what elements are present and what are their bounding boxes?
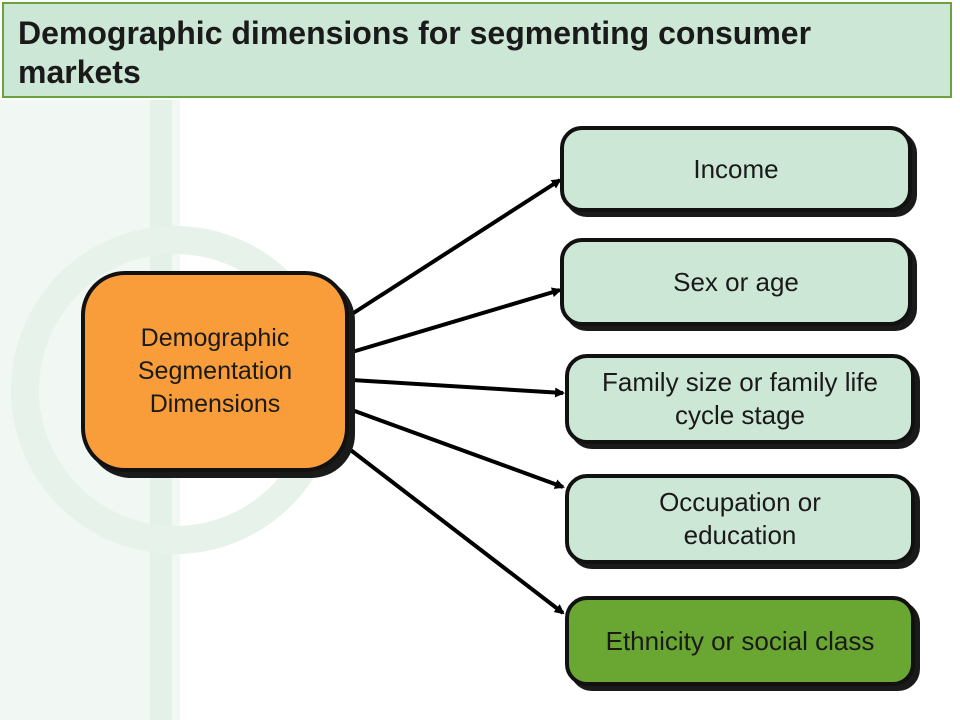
node-occupation: Occupation or education xyxy=(565,474,915,564)
slide-title: Demographic dimensions for segmenting co… xyxy=(2,2,952,98)
node-income: Income xyxy=(560,126,912,212)
node-family-size: Family size or family life cycle stage xyxy=(565,354,915,444)
node-ethnicity: Ethnicity or social class xyxy=(565,596,915,686)
center-node: Demographic Segmentation Dimensions xyxy=(81,271,349,472)
node-sex-or-age: Sex or age xyxy=(560,238,912,326)
